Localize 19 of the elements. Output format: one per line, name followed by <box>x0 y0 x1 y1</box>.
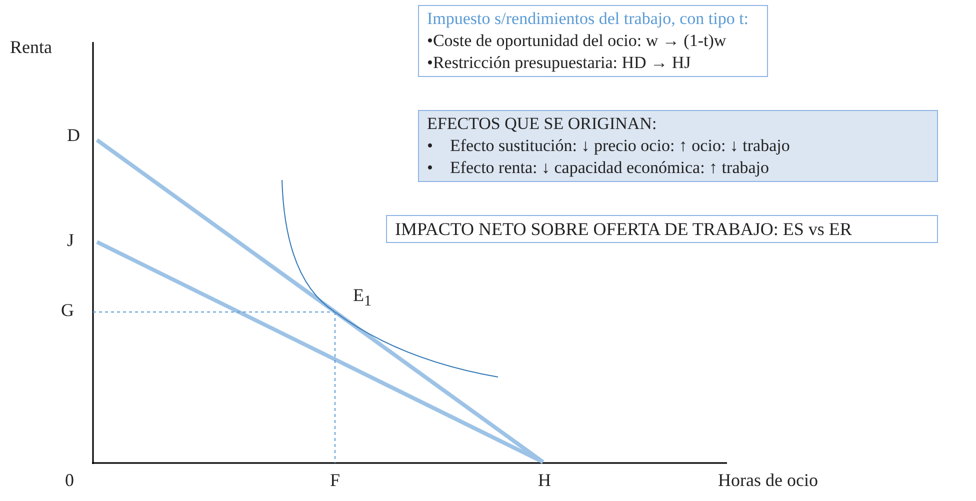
point-label: D <box>67 125 80 146</box>
box-heading: Impuesto s/rendimientos del trabajo, con tipo t: <box>427 8 750 30</box>
point-label: J <box>67 230 74 251</box>
text-line: •Coste de oportunidad del ocio: w → (1-t)w <box>427 30 728 52</box>
text-line: • Efecto sustitución: ↓ precio ocio: ↑ ocio: ↓ trabajo <box>427 135 791 157</box>
point-label: F <box>330 470 340 491</box>
axis-label: Horas de ocio <box>718 470 818 491</box>
text-line: IMPACTO NETO SOBRE OFERTA DE TRABAJO: ES vs ER <box>395 218 853 240</box>
note-box <box>418 5 768 77</box>
point-label: G <box>61 300 74 321</box>
point-label: E$_{1}$ <box>353 285 372 311</box>
conclusion-box <box>386 215 938 243</box>
box-heading: EFECTOS QUE SE ORIGINAN: <box>427 113 658 135</box>
text-line: •Restricción presupuestaria: HD → HJ <box>427 52 692 74</box>
text-line: • Efecto renta: ↓ capacidad económica: ↑ trabajo <box>427 157 770 179</box>
effects-box <box>418 110 938 182</box>
point-label: H <box>538 470 551 491</box>
axis-label: Renta <box>10 37 52 58</box>
origin-label: 0 <box>65 470 74 491</box>
